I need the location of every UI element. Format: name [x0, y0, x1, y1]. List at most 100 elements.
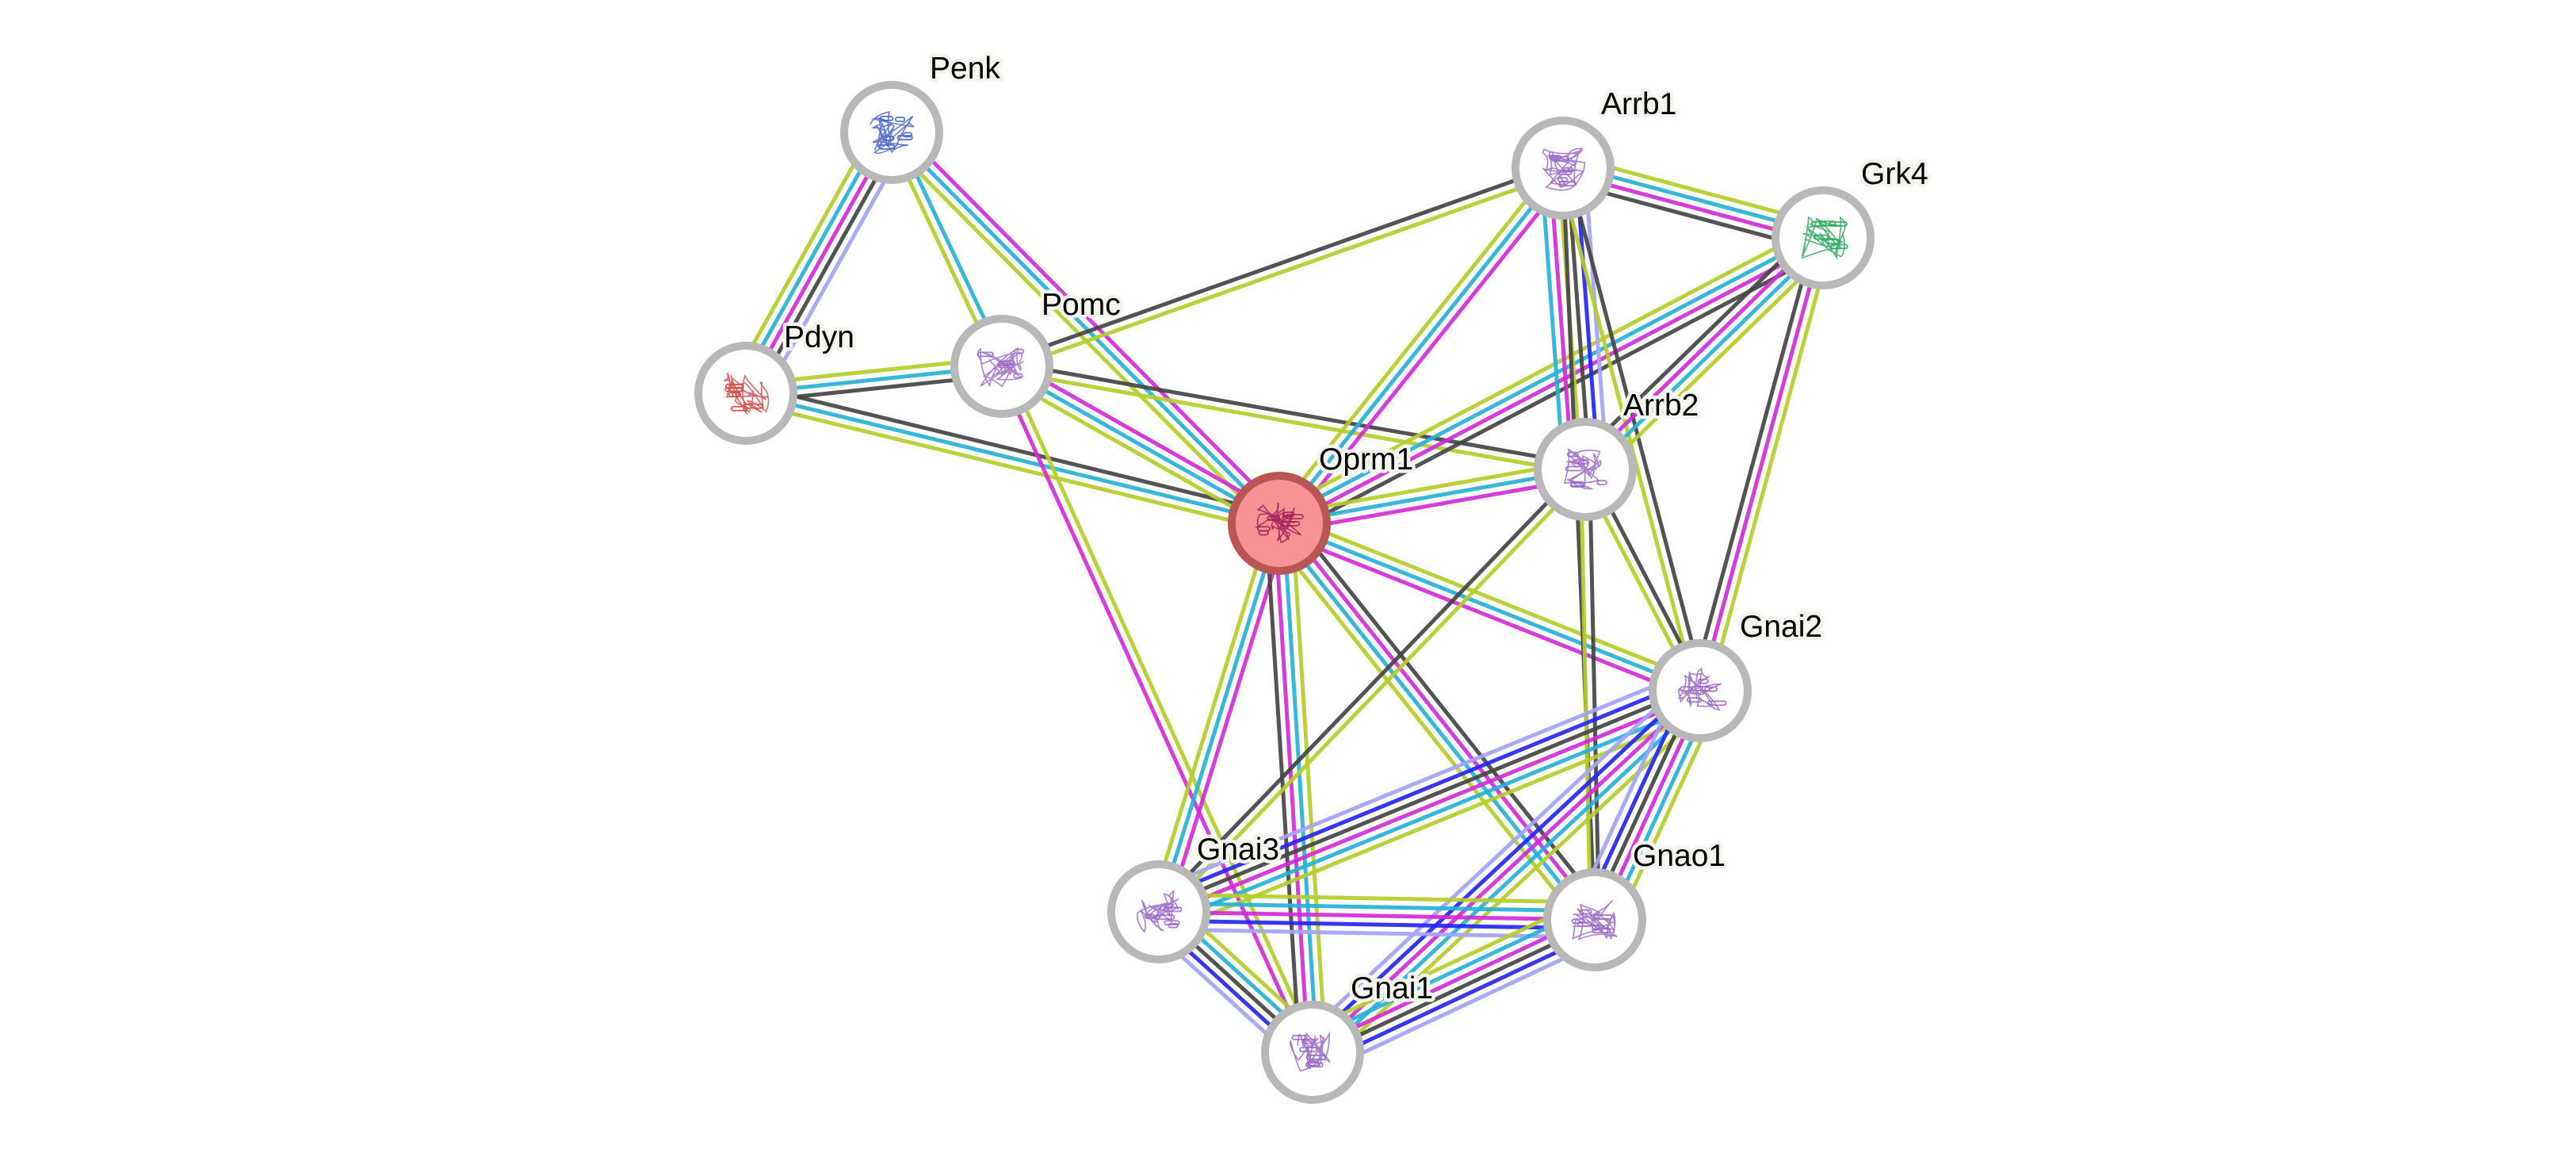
edge-line-database — [1278, 467, 1586, 526]
node-label-penk[interactable]: Penk — [927, 48, 1004, 90]
edge-line-database — [1276, 232, 1822, 522]
edge-line-textmining — [743, 400, 1278, 534]
node-label-pdyn[interactable]: Pdyn — [781, 317, 858, 358]
edge-oprm1-arrb1[interactable] — [1271, 161, 1572, 530]
helix-mark — [1566, 451, 1579, 458]
edge-pomc-gnai1[interactable] — [996, 363, 1319, 1055]
edge-gnai3-gnao1[interactable] — [1158, 892, 1596, 940]
edge-grk4-arrb2[interactable] — [1574, 227, 1834, 481]
edge-line-cooccurrence — [1305, 683, 1696, 1047]
edge-gnai2-gnai1[interactable] — [1299, 676, 1714, 1067]
edge-oprm1-gnai2[interactable] — [1275, 513, 1704, 701]
node-label-gnao1[interactable]: Gnao1 — [1630, 836, 1729, 877]
edge-oprm1-arrb2[interactable] — [1277, 458, 1588, 534]
helix-mark — [1014, 348, 1025, 354]
helix-mark — [878, 144, 896, 150]
node-oprm1[interactable] — [1228, 472, 1331, 575]
edge-line-experimental — [1273, 523, 1311, 1053]
helix-mark — [1301, 1038, 1316, 1044]
edge-line-experimental — [1275, 529, 1698, 701]
helix-mark — [1592, 914, 1613, 920]
edge-line-coexpression — [1313, 921, 1598, 1059]
edge-line-database — [1539, 169, 1566, 472]
helix-mark — [1001, 360, 1015, 366]
node-gnao1[interactable] — [1543, 868, 1646, 971]
node-circle[interactable] — [1261, 1001, 1364, 1104]
edge-line-database — [1000, 364, 1281, 526]
helix-mark — [1829, 221, 1848, 227]
edge-line-homology — [1149, 668, 1693, 894]
edge-line-coexpression — [999, 162, 1563, 365]
node-circle[interactable] — [694, 342, 797, 445]
edge-line-database — [1156, 523, 1282, 913]
helix-mark — [1596, 480, 1607, 486]
helix-mark — [1704, 686, 1718, 692]
edge-line-cooccurrence — [1317, 929, 1602, 1067]
edge-arrb2-gnao1[interactable] — [1579, 469, 1601, 921]
node-gnai1[interactable] — [1261, 1001, 1364, 1104]
edge-oprm1-gnai3[interactable] — [1148, 520, 1290, 915]
edge-gnai1-gnao1[interactable] — [1302, 898, 1605, 1074]
helix-mark — [1163, 906, 1183, 913]
edge-line-textmining — [1707, 239, 1834, 694]
helix-mark — [997, 361, 1012, 367]
edge-line-database — [1587, 239, 1828, 474]
edges-layer — [728, 123, 1834, 1074]
edge-line-experimental — [1284, 172, 1572, 530]
node-pomc[interactable] — [950, 315, 1053, 418]
edge-line-experimental — [1311, 689, 1702, 1054]
edge-line-textmining — [1282, 513, 1704, 685]
node-arrb2[interactable] — [1534, 418, 1637, 521]
helix-mark — [1258, 530, 1269, 536]
edge-line-experimental — [1280, 476, 1588, 534]
edge-arrb2-gnai3[interactable] — [1154, 465, 1590, 917]
edge-line-experimental — [1548, 169, 1575, 471]
edge-line-database — [1278, 167, 1565, 525]
edge-line-coexpression — [1689, 235, 1817, 689]
node-gnai2[interactable] — [1649, 639, 1752, 742]
node-label-gnai2[interactable]: Gnai2 — [1737, 607, 1826, 648]
edge-grk4-gnai2[interactable] — [1689, 235, 1834, 694]
helix-mark — [896, 135, 913, 141]
node-arrb1[interactable] — [1512, 117, 1615, 220]
helix-mark — [1013, 373, 1023, 379]
edge-line-coexpression — [1574, 227, 1816, 461]
edge-line-homology — [1158, 927, 1595, 940]
node-label-pomc[interactable]: Pomc — [1038, 285, 1125, 326]
nodes-layer — [694, 81, 1875, 1104]
node-label-grk4[interactable]: Grk4 — [1858, 154, 1932, 195]
helix-mark — [1686, 697, 1703, 703]
node-label-gnai3[interactable]: Gnai3 — [1194, 829, 1283, 871]
node-gnai3[interactable] — [1107, 860, 1210, 963]
edge-line-textmining — [1003, 363, 1319, 1051]
edge-line-database — [1159, 901, 1596, 913]
node-grk4[interactable] — [1771, 186, 1875, 289]
helix-mark — [894, 117, 906, 122]
edge-pomc-arrb1[interactable] — [999, 162, 1565, 373]
edge-line-experimental — [996, 367, 1311, 1055]
edge-line-database — [1317, 695, 1708, 1060]
edge-line-experimental — [1309, 913, 1594, 1051]
helix-mark — [1565, 465, 1583, 472]
helix-mark — [1305, 1055, 1327, 1060]
helix-mark — [1571, 918, 1585, 925]
edge-line-textmining — [1159, 892, 1596, 905]
node-label-arrb2[interactable]: Arrb2 — [1620, 385, 1703, 427]
edge-line-cooccurrence — [1158, 918, 1595, 931]
edge-pdyn-oprm1[interactable] — [743, 382, 1282, 534]
node-label-gnai1[interactable]: Gnai1 — [1347, 968, 1437, 1009]
node-penk[interactable] — [840, 81, 943, 184]
helix-mark — [1829, 243, 1848, 250]
edge-oprm1-gnai1[interactable] — [1264, 522, 1328, 1054]
edge-pomc-oprm1[interactable] — [996, 357, 1285, 533]
node-pdyn[interactable] — [694, 342, 797, 445]
edge-line-experimental — [896, 124, 1287, 519]
helix-mark — [1305, 1062, 1324, 1068]
edge-line-experimental — [1580, 233, 1821, 468]
node-label-arrb1[interactable]: Arrb1 — [1598, 84, 1680, 125]
edge-pomc-arrb2[interactable] — [1000, 360, 1587, 476]
edge-line-database — [1163, 700, 1707, 926]
edge-line-coexpression — [747, 382, 1282, 517]
helix-mark — [1280, 520, 1301, 527]
node-label-oprm1[interactable]: Oprm1 — [1316, 439, 1417, 481]
